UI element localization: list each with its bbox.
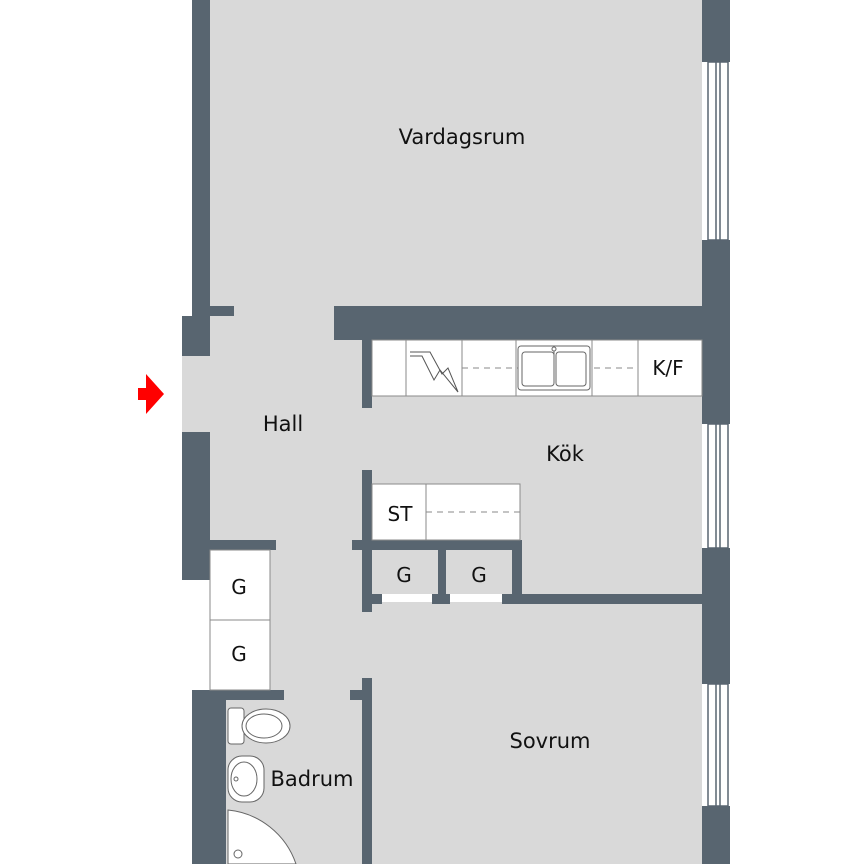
- dishwasher-icon: [410, 351, 459, 393]
- fridge-label: K/F: [652, 356, 683, 380]
- washbasin-icon: [227, 755, 265, 803]
- kitchen-counter: K/F: [371, 339, 703, 397]
- wall-right-4: [702, 806, 730, 864]
- window-living: [707, 61, 729, 241]
- wall-right-3: [702, 548, 730, 684]
- wall-bathroom-top: [210, 690, 284, 700]
- closet-label-1: G: [396, 563, 412, 587]
- wall-bedroom-left: [362, 678, 372, 864]
- wall-entrance-jamb-top: [182, 316, 210, 356]
- wall-left-lower: [192, 690, 226, 864]
- wall-bedroom-left-stub: [350, 690, 364, 700]
- wall-left-upper: [192, 0, 210, 316]
- wall-right-1: [702, 0, 730, 62]
- wall-closet-top: [352, 540, 522, 550]
- toilet-icon: [227, 707, 291, 745]
- windows: [707, 61, 729, 807]
- room-label-kitchen: Kök: [546, 442, 585, 466]
- wall-living-stub: [210, 306, 234, 316]
- wall-left-middle: [182, 432, 210, 580]
- closet-label-2: G: [471, 563, 487, 587]
- window-kitchen: [707, 423, 729, 549]
- wall-kitchen-left-upper: [362, 316, 372, 408]
- closet-label-3: G: [231, 575, 247, 599]
- closet-label-4: G: [231, 642, 247, 666]
- room-label-bedroom: Sovrum: [509, 729, 590, 753]
- wall-living-kitchen: [334, 306, 730, 340]
- closet-block: G G: [209, 549, 271, 691]
- room-label-hall: Hall: [263, 412, 303, 436]
- wall-closet-block-top: [210, 540, 276, 550]
- entrance-arrow-icon: [138, 374, 164, 414]
- wall-kitchen-left-lower: [362, 470, 372, 542]
- wall-closet-left-foot: [362, 594, 382, 604]
- floor-living-room: [210, 0, 702, 308]
- floor-entrance: [182, 354, 212, 432]
- floor-bedroom: [362, 602, 702, 864]
- room-label-living: Vardagsrum: [399, 125, 526, 149]
- walls: [182, 0, 730, 864]
- wardrobe-st-label: ST: [388, 502, 414, 526]
- window-bedroom: [707, 683, 729, 807]
- sink-icon: [517, 345, 591, 391]
- wall-closet-divider-foot: [432, 594, 450, 604]
- wall-closet-left: [362, 540, 372, 612]
- wardrobe-st: ST: [371, 483, 521, 541]
- wall-right-2: [702, 240, 730, 424]
- room-label-bathroom: Badrum: [270, 767, 353, 791]
- wall-closet-right: [512, 540, 522, 602]
- wall-closet-divider: [438, 540, 446, 604]
- wall-kitchen-bedroom: [502, 594, 730, 604]
